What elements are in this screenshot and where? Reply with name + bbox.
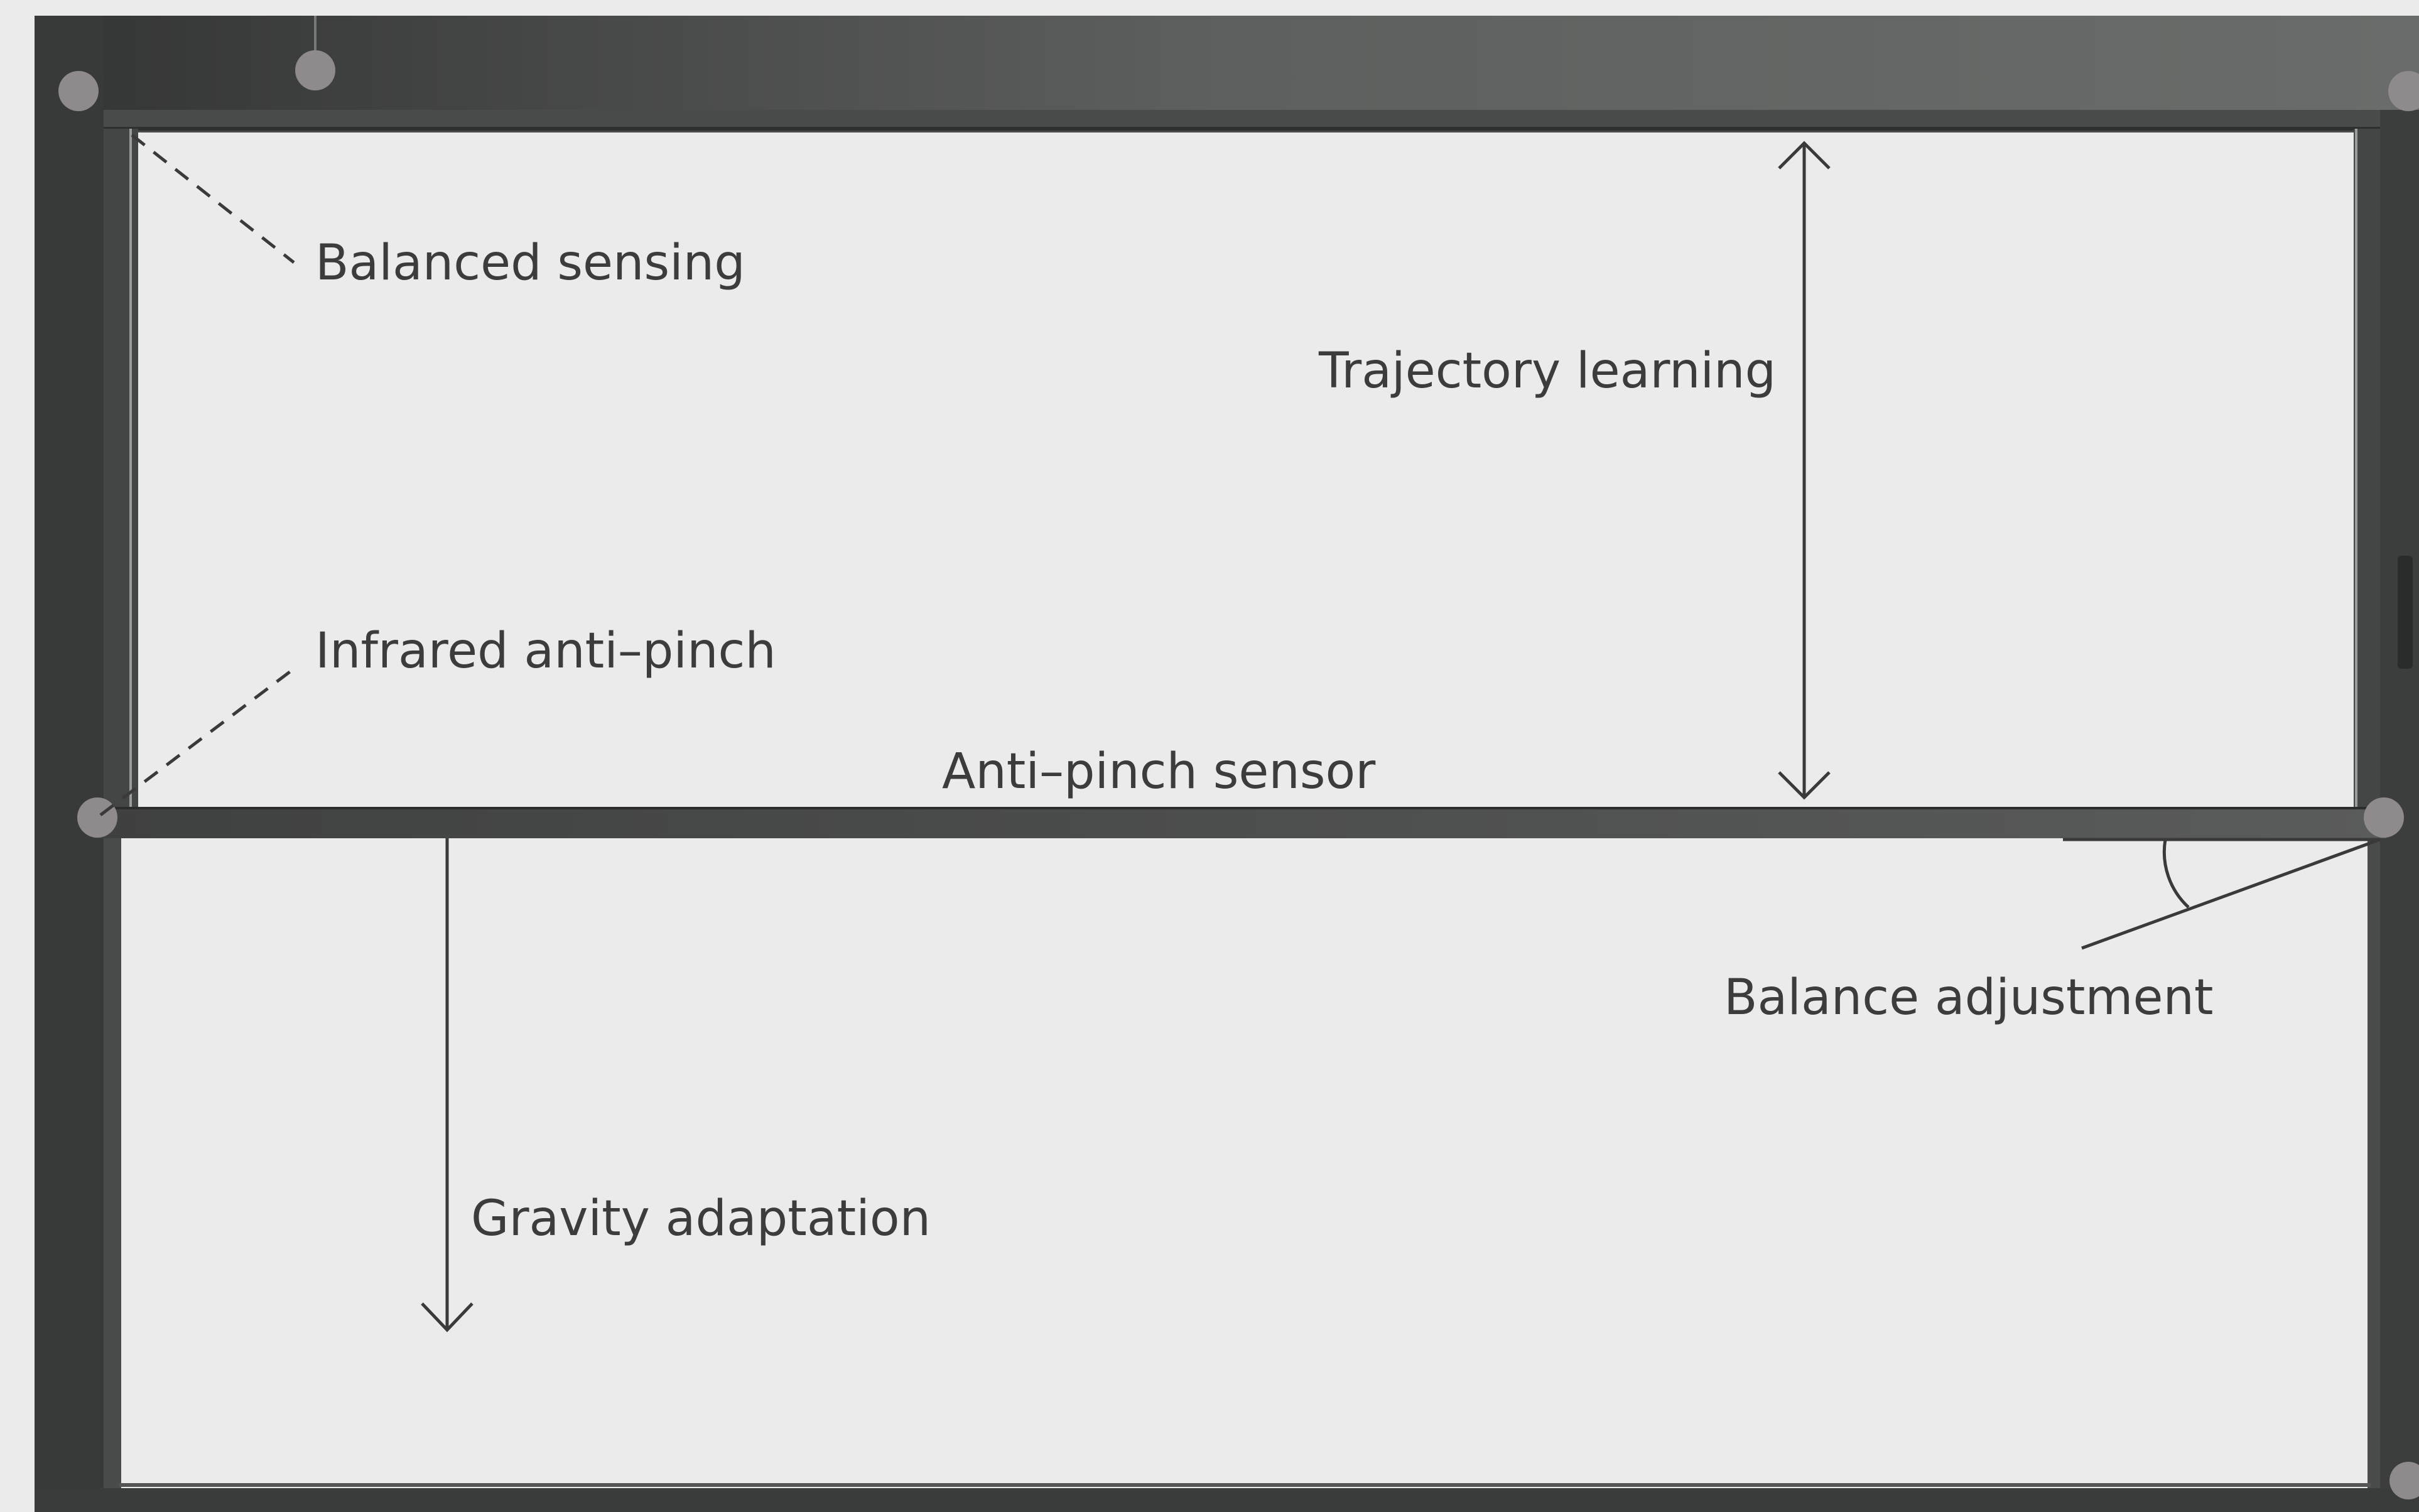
control-strip	[2398, 556, 2413, 669]
upper-glass-panel	[126, 132, 2361, 810]
label-gravity-adaptation: Gravity adaptation	[471, 1191, 931, 1247]
left-post	[35, 16, 104, 1512]
trajectory-arrow	[1778, 141, 1831, 800]
middle-rail-anti-pinch-sensor	[94, 807, 2386, 838]
lower-glass-panel	[113, 838, 2374, 1488]
joint-top-left	[58, 71, 99, 111]
upper-frame-left	[104, 129, 138, 813]
infrared-anti-pinch-leader	[99, 667, 295, 816]
balance-angle-indicator	[2063, 838, 2381, 950]
gravity-arrow	[421, 838, 474, 1332]
label-anti-pinch-sensor: Anti–pinch sensor	[942, 743, 1376, 800]
joint-rail-left	[77, 797, 117, 838]
label-balance-adjustment: Balance adjustment	[1724, 969, 2214, 1026]
joint-top-right	[2388, 71, 2419, 111]
lower-frame-left	[104, 838, 121, 1488]
label-balanced-sensing: Balanced sensing	[315, 235, 745, 291]
upper-frame-right	[2354, 129, 2380, 813]
balanced-sensing-leader	[131, 134, 295, 264]
bottom-rail	[35, 1488, 2419, 1512]
label-trajectory-learning: Trajectory learning	[1319, 343, 1777, 399]
label-infrared-anti-pinch: Infrared anti–pinch	[315, 623, 776, 679]
joint-bottom-right	[2389, 1462, 2419, 1499]
lower-frame-right	[2368, 838, 2380, 1488]
joint-top-hanger	[295, 50, 335, 90]
top-header-bar	[35, 16, 2419, 110]
joint-rail-right	[2364, 797, 2404, 838]
